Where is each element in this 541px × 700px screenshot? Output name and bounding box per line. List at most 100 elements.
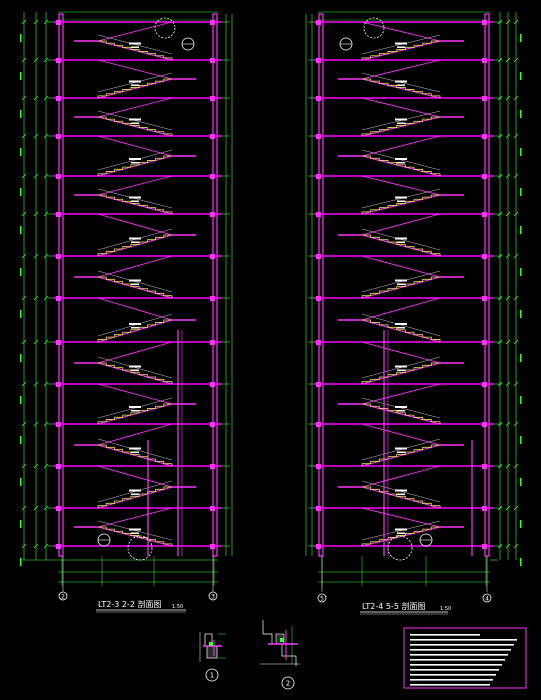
slab-end-left-7 (56, 254, 61, 259)
stair-stringer-2b (97, 59, 173, 80)
stair-section-left (20, 11, 233, 592)
stair-stringer-5b (361, 175, 441, 196)
right-section-title: LT2-4 5-5 剖面图 (362, 601, 425, 611)
note-line-8 (410, 669, 499, 671)
stair-treads-5 (361, 194, 440, 214)
slab-end-left-14 (316, 544, 321, 549)
flight-note-mark-b-3 (131, 122, 139, 124)
flight-note-mark-b-9 (397, 369, 405, 371)
dim-tick-2-4 (33, 133, 39, 139)
flight-note-mark-b-10 (397, 410, 405, 412)
stair-stringer-8b (361, 297, 441, 321)
flight-note-mark-b-1 (131, 46, 139, 48)
dim-tick-1-10 (497, 381, 503, 387)
slab-end-left-5 (316, 174, 321, 179)
flight-note-mark-9 (129, 365, 141, 368)
flight-note-mark-7 (129, 279, 141, 282)
dim-tick-1-4 (497, 133, 503, 139)
slab-end-right-3 (482, 96, 487, 101)
slab-end-right-14 (482, 544, 487, 549)
slab-end-left-12 (316, 464, 321, 469)
flight-note-mark-12 (395, 489, 407, 492)
flight-note-mark-4 (129, 158, 141, 160)
dim-tick-2-12 (505, 463, 511, 469)
dim-tick-2-13 (505, 505, 511, 511)
dim-text-mark-14 (520, 558, 522, 566)
flight-note-mark-b-2 (397, 84, 405, 86)
slab-end-left-13 (316, 506, 321, 511)
flight-note-mark-b-9 (131, 369, 139, 371)
dim-text-mark-8 (520, 310, 522, 318)
stair-stringer-4a (97, 155, 173, 177)
slab-end-right-2 (210, 58, 215, 63)
stair-treads-6 (97, 234, 172, 256)
slab-end-left-1 (316, 20, 321, 25)
dim-tick-2-5 (33, 173, 39, 179)
flight-note-mark-b-4 (397, 162, 405, 164)
flight-note-mark-13 (129, 528, 141, 531)
dim-tick-3-2 (513, 57, 519, 63)
stair-stringer-13a (361, 526, 441, 547)
flight-note-mark-b-1 (397, 46, 405, 48)
flight-note-mark-b-4 (131, 162, 139, 164)
flight-note-mark-b-13 (131, 532, 139, 534)
stair-treads-8 (362, 319, 441, 342)
slab-end-right-7 (210, 254, 215, 259)
stair-stringer-10a (361, 403, 441, 425)
slab-end-left-3 (316, 96, 321, 101)
stair-treads-3 (98, 116, 173, 136)
note-line-6 (410, 659, 505, 661)
left-section-title: LT2-3 2-2 剖面图 (98, 599, 161, 609)
stair-section-right (305, 11, 522, 592)
left-section-scale: 1:50 (172, 604, 183, 610)
stair-stringer-5b (97, 175, 173, 196)
stair-treads-9 (98, 362, 173, 384)
flight-note-mark-11 (395, 447, 407, 450)
bottom-detail-callout (127, 535, 153, 561)
stair-stringer-6a (97, 234, 173, 257)
flight-note-mark-11 (129, 447, 141, 450)
dim-tick-1-11 (21, 421, 27, 427)
stair-stringer-5a (97, 194, 173, 215)
stair-treads-8 (97, 319, 172, 342)
dim-tick-1-6 (21, 211, 27, 217)
flight-note-mark-10 (395, 406, 407, 408)
stair-stringer-13b (97, 507, 173, 528)
stair-stringer-10b (97, 383, 173, 405)
slab-end-left-10 (316, 382, 321, 387)
slab-end-right-6 (482, 212, 487, 217)
stair-stringer-11b (97, 423, 173, 446)
axis-bubble-left-a (58, 591, 68, 601)
stair-stringer-7a (97, 276, 173, 299)
dim-tick-2-9 (33, 339, 39, 345)
dim-tick-2-6 (33, 211, 39, 217)
dim-tick-3-6 (43, 211, 49, 217)
slab-end-right-10 (482, 382, 487, 387)
dim-text-mark-9 (520, 354, 522, 362)
slab-end-left-4 (316, 134, 321, 139)
flight-note-mark-8 (129, 323, 141, 325)
stair-stringer-13a (97, 526, 173, 547)
dim-text-mark-13 (20, 520, 22, 528)
note-line-9 (410, 674, 496, 676)
stair-treads-13 (361, 526, 440, 546)
flight-note-mark-b-6 (397, 241, 405, 243)
dim-text-mark-12 (520, 478, 522, 486)
detail-1-number: 1 (210, 672, 214, 680)
flight-note-mark-b-12 (397, 493, 405, 495)
dim-tick-1-13 (497, 505, 503, 511)
stair-treads-2 (362, 78, 441, 98)
stair-treads-7 (98, 276, 173, 298)
flight-note-mark-b-6 (131, 241, 139, 243)
slab-end-right-11 (210, 422, 215, 427)
stair-stringer-3a (97, 116, 173, 137)
flight-note-mark-b-7 (397, 283, 405, 285)
dim-tick-3-8 (513, 295, 519, 301)
stair-stringer-1a (97, 40, 173, 61)
stair-treads-3 (361, 116, 440, 136)
dim-tick-1-9 (21, 339, 27, 345)
slab-end-right-1 (482, 20, 487, 25)
dim-tick-3-4 (43, 133, 49, 139)
slab-end-left-5 (56, 174, 61, 179)
dim-tick-3-10 (513, 381, 519, 387)
